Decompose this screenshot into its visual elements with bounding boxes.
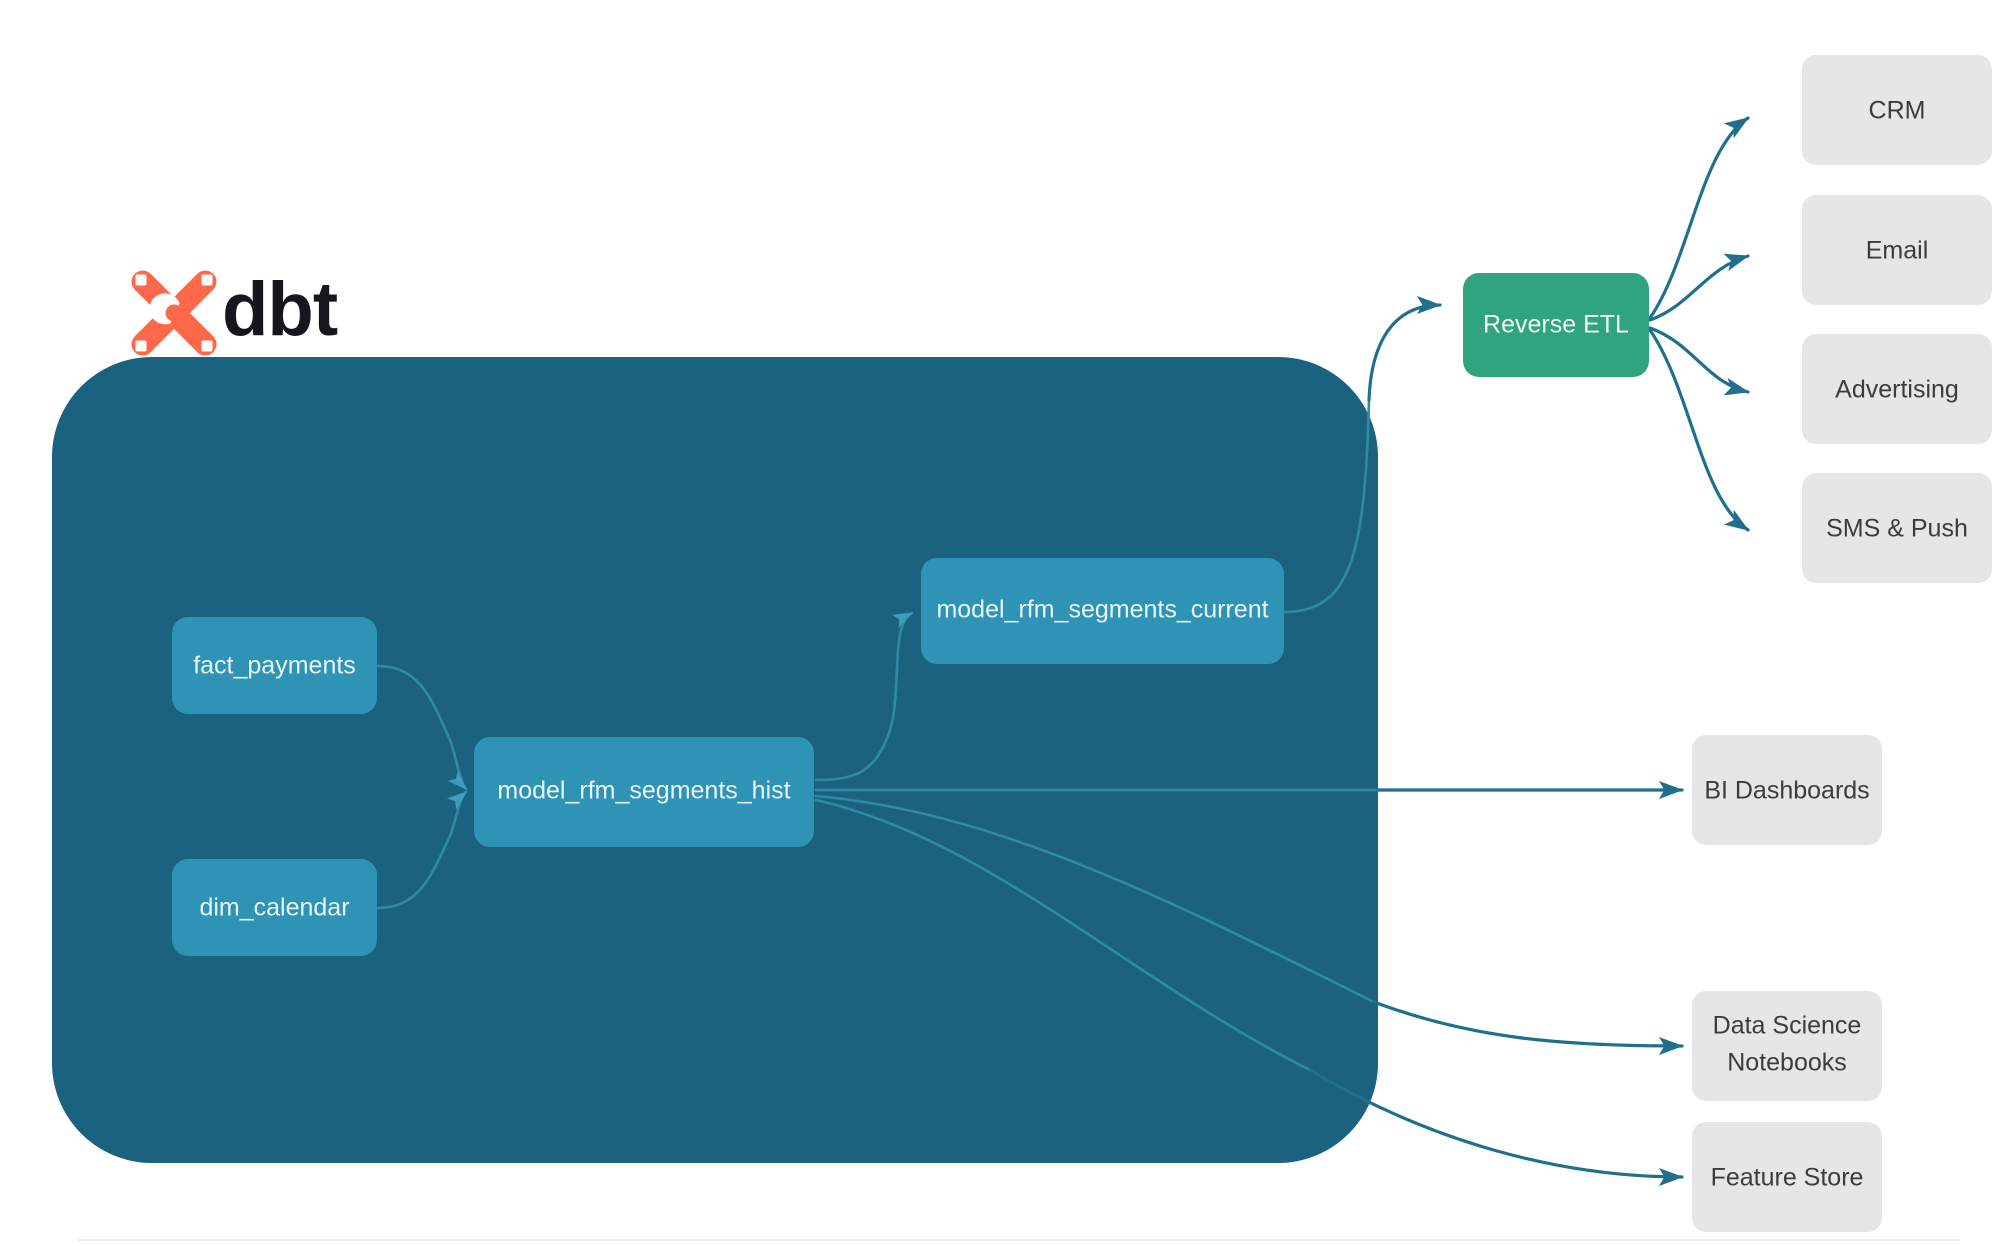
model-node-fact-payments[interactable]: fact_payments [172,617,377,714]
model-node-label: fact_payments [193,652,356,680]
destination-rect[interactable] [1692,735,1882,845]
model-node-rfm-segments-current[interactable]: model_rfm_segments_current [921,558,1284,664]
edge-current-to-reverse-etl [1367,296,1442,402]
destination-rect[interactable] [1802,195,1992,305]
destination-node-sms-push[interactable]: SMS & Push [1802,473,1992,583]
destination-label-line1: Data Science [1713,1012,1862,1040]
model-node-label: model_rfm_segments_hist [497,777,790,805]
destination-node-crm[interactable]: CRM [1802,55,1992,165]
destination-node-advertising[interactable]: Advertising [1802,334,1992,444]
destination-label-line2: Notebooks [1727,1049,1847,1077]
edge-reverse-etl-to-advertising [1648,326,1750,396]
edge-group-outbound [814,398,1380,1072]
edge-hist-to-feature-store [1308,1068,1684,1186]
dbt-logo-icon [131,270,217,356]
destination-label: Advertising [1835,376,1959,404]
edge-fact-payments-to-hist [376,664,468,791]
reverse-etl-node[interactable]: Reverse ETL [1463,273,1649,377]
destination-label: CRM [1869,97,1926,125]
edge-hist-to-data-science-notebooks [1372,1000,1684,1055]
model-node-rect[interactable] [172,617,377,714]
model-node-rfm-segments-hist[interactable]: model_rfm_segments_hist [474,737,814,847]
destination-node-bi-dashboards[interactable]: BI Dashboards [1692,735,1882,845]
dbt-brand-lockup: dbt [131,267,339,356]
destination-label: Email [1866,237,1929,265]
destination-rect[interactable] [1802,55,1992,165]
edge-current-to-container-edge [1282,398,1371,614]
destination-rect[interactable] [1802,473,1992,583]
model-node-label: model_rfm_segments_current [936,596,1268,624]
destination-node-email[interactable]: Email [1802,195,1992,305]
destination-label: Feature Store [1711,1164,1864,1192]
edge-group-internal [376,611,914,910]
model-node-rect[interactable] [172,859,377,956]
model-node-label: dim_calendar [199,894,349,922]
destination-label: SMS & Push [1826,515,1968,543]
edge-hist-to-ds-internal [814,794,1376,1004]
destination-label: BI Dashboards [1704,777,1869,805]
destination-node-feature-store[interactable]: Feature Store [1692,1122,1882,1232]
destination-node-data-science-notebooks[interactable]: Data Science Notebooks [1692,991,1882,1101]
edge-reverse-etl-to-sms-push [1648,328,1750,532]
model-node-dim-calendar[interactable]: dim_calendar [172,859,377,956]
model-node-rect[interactable] [921,558,1284,664]
reverse-etl-label: Reverse ETL [1483,311,1629,339]
edge-group-external [1308,116,1750,1186]
edge-hist-to-current [814,611,914,782]
model-node-rect[interactable] [474,737,814,847]
edge-hist-to-fs-internal [814,798,1312,1072]
edge-dim-calendar-to-hist [376,790,468,910]
destination-rect[interactable] [1692,991,1882,1101]
dbt-wordmark: dbt [222,267,338,352]
destination-rect[interactable] [1692,1122,1882,1232]
edge-reverse-etl-to-email [1648,253,1750,322]
reverse-etl-rect[interactable] [1463,273,1649,377]
edge-reverse-etl-to-crm [1648,116,1750,320]
destination-rect[interactable] [1802,334,1992,444]
